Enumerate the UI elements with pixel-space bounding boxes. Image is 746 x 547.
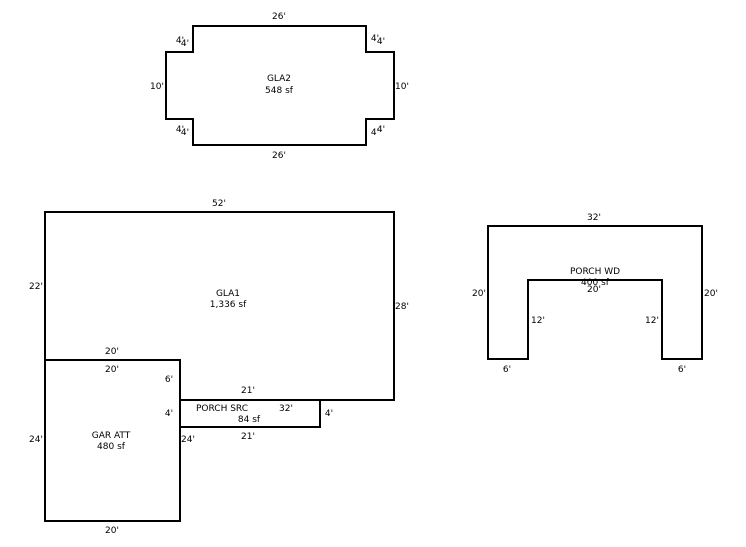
gla1-dim-garage-right-upper: 6' (165, 375, 173, 385)
porch-src-dim-bottom: 21' (241, 432, 255, 442)
gar-att-name: GAR ATT (92, 431, 131, 441)
porch-src-area-value: 84 sf (238, 415, 261, 425)
gar-att-area-value: 480 sf (97, 442, 126, 452)
porch-wd-dim-foot-left: 6' (503, 365, 511, 375)
gla1-dim-top: 52' (212, 199, 226, 209)
porch-wd-name: PORCH WD (570, 267, 620, 277)
gar-att-outline (44, 359, 181, 522)
porch-wd-dim-left: 20' (472, 289, 486, 299)
gla2-dim-notch-bl-b: 4' (181, 128, 189, 138)
porch-wd-dim-inner-top: 20' (587, 285, 601, 295)
porch-wd-outline (487, 225, 703, 360)
porch-src-area: PORCH SRC 32' 84 sf 4' 21' (179, 399, 333, 442)
gla2-dim-notch-bl-a: 4' (176, 125, 184, 135)
gla1-dim-porch-top: 21' (241, 386, 255, 396)
porch-src-outline (179, 399, 321, 428)
gar-att-dim-right: 24' (181, 435, 195, 445)
porch-wd-dim-top: 32' (587, 213, 601, 223)
gla1-dim-right: 28' (395, 302, 409, 312)
gla2-dim-notch-tl-a: 4' (176, 36, 184, 46)
gla2-dim-notch-tl-b: 4' (181, 39, 189, 49)
gla2-dim-left: 10' (150, 82, 164, 92)
gla2-dim-notch-tr-b: 4' (377, 37, 385, 47)
gla1-area-value: 1,336 sf (210, 300, 247, 310)
gla2-dim-top: 26' (272, 12, 286, 22)
gar-att-dim-left: 24' (29, 435, 43, 445)
gar-att-dim-porch-left: 4' (165, 409, 173, 419)
gla2-outline (165, 25, 395, 146)
porch-wd-dim-right: 20' (704, 289, 718, 299)
gar-att-dim-top: 20' (105, 365, 119, 375)
porch-src-dim-top: 32' (279, 404, 293, 414)
gla2-area-value: 548 sf (265, 86, 294, 96)
gla1-area: GLA1 1,336 sf 52' 22' 28' 20' 6' 21' (29, 199, 409, 401)
gla2-area: GLA2 548 sf 26' 26' 10' 10' 4' 4' 4' 4' … (150, 12, 409, 161)
gla2-dim-right: 10' (395, 82, 409, 92)
gla2-dim-notch-br-b: 4' (377, 125, 385, 135)
gla1-dim-left: 22' (29, 282, 43, 292)
gar-att-dim-bottom: 20' (105, 526, 119, 536)
porch-src-name: PORCH SRC (196, 404, 248, 414)
gar-att-area: GAR ATT 480 sf 20' 24' 24' 20' 4' (29, 359, 195, 536)
gla1-dim-garage-share: 20' (105, 347, 119, 357)
gla2-dim-notch-tr-a: 4' (371, 34, 379, 44)
porch-wd-area: PORCH WD 400 sf 32' 20' 20' 20' 12' 12' … (472, 213, 718, 375)
gla2-name: GLA2 (267, 74, 291, 84)
porch-wd-area-value: 400 sf (581, 278, 610, 288)
porch-wd-dim-inner-right: 12' (645, 316, 659, 326)
gla2-dim-notch-br-a: 4' (371, 128, 379, 138)
porch-wd-dim-inner-left: 12' (531, 316, 545, 326)
porch-wd-dim-foot-right: 6' (678, 365, 686, 375)
gla1-name: GLA1 (216, 289, 240, 299)
porch-src-dim-right: 4' (325, 409, 333, 419)
gla2-dim-bottom: 26' (272, 151, 286, 161)
